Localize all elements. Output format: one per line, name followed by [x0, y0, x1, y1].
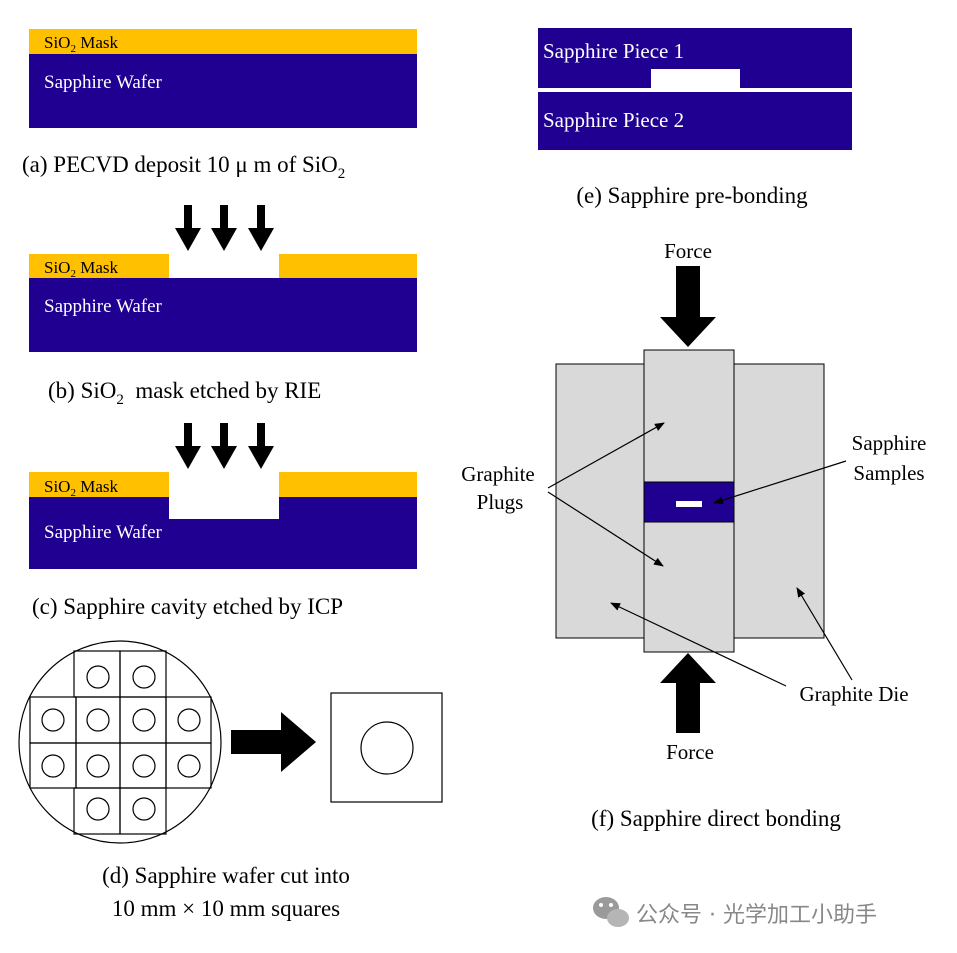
force-top-arrow: [660, 266, 716, 347]
wafer-label: Sapphire Wafer: [44, 72, 163, 93]
sapphire-wafer-layer: [29, 54, 417, 128]
panel-f: Force Force Graphite Plugs Sapphire Samp…: [461, 239, 926, 831]
wechat-icon: [593, 897, 629, 927]
wafer-label: Sapphire Wafer: [44, 522, 163, 543]
graphite-plug-bottom: [643, 521, 735, 653]
caption-f: (f) Sapphire direct bonding: [591, 806, 841, 831]
cavity-slot: [651, 69, 740, 88]
plugs-label-line2: Plugs: [477, 490, 524, 514]
sio2-mask-left: [29, 472, 169, 497]
samples-pointer: [713, 460, 847, 505]
watermark-text: 公众号 · 光学加工小助手: [636, 903, 877, 928]
caption-b: (b) SiO2 mask etched by RIE: [48, 378, 321, 408]
samples-label-line2: Samples: [853, 461, 924, 485]
caption-d-line1: (d) Sapphire wafer cut into: [102, 863, 350, 888]
etch-arrows: [175, 423, 274, 469]
panel-e: Sapphire Piece 1 Sapphire Piece 2 (e) Sa…: [538, 28, 852, 208]
cut-grid: [29, 650, 212, 835]
wafer-outline: [18, 640, 222, 844]
panel-b: SiO2 Mask Sapphire Wafer (b) SiO2 mask e…: [29, 205, 417, 408]
plugs-pointers: [547, 422, 665, 567]
sio2-mask-right: [279, 472, 417, 497]
caption-e: (e) Sapphire pre-bonding: [576, 183, 808, 208]
force-bottom-arrow: [660, 653, 716, 733]
piece1-label: Sapphire Piece 1: [543, 39, 684, 63]
sapphire-wafer-layer: [29, 278, 417, 352]
caption-c: (c) Sapphire cavity etched by ICP: [32, 594, 343, 619]
cavity-circles: [41, 665, 201, 821]
watermark: 公众号 · 光学加工小助手: [593, 897, 877, 928]
mask-label: SiO2 Mask: [44, 258, 118, 280]
cut-arrow: [231, 712, 316, 772]
force-top-label: Force: [664, 239, 712, 263]
die-label: Graphite Die: [799, 682, 908, 706]
graphite-plug-top: [643, 349, 735, 483]
piece2-label: Sapphire Piece 2: [543, 108, 684, 132]
samples-label-line1: Sapphire: [852, 431, 927, 455]
mask-label: SiO2 Mask: [44, 33, 118, 55]
sio2-mask-left: [29, 254, 169, 278]
caption-d-line2: 10 mm × 10 mm squares: [112, 896, 340, 921]
panel-a: SiO2 Mask Sapphire Wafer (a) PECVD depos…: [22, 29, 417, 182]
caption-a: (a) PECVD deposit 10 μ m of SiO2: [22, 152, 345, 182]
plugs-label-line1: Graphite: [461, 462, 534, 486]
pre-bond-gap: [538, 88, 852, 92]
sample-cavity: [676, 501, 702, 507]
wafer-label: Sapphire Wafer: [44, 296, 163, 317]
die-pointers: [610, 587, 853, 687]
sio2-mask-layer: [29, 29, 417, 54]
force-bottom-label: Force: [666, 740, 714, 764]
etch-arrows: [175, 205, 274, 251]
sio2-mask-right: [279, 254, 417, 278]
panel-d: [18, 640, 222, 844]
single-square: [330, 692, 443, 803]
panel-c: SiO2 Mask Sapphire Wafer (c) Sapphire ca…: [29, 423, 417, 619]
mask-label: SiO2 Mask: [44, 477, 118, 499]
sapphire-wafer-with-cavity: [29, 497, 417, 569]
